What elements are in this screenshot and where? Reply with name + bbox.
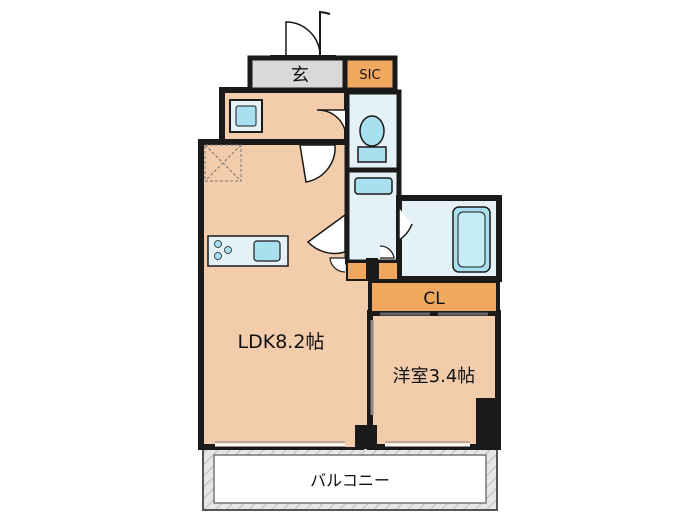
stove-burner-icon <box>214 240 222 248</box>
washbasin-icon <box>354 177 393 195</box>
ldk-room <box>198 139 364 450</box>
closet-label: CL <box>423 289 445 309</box>
ldk-door[interactable] <box>299 144 336 183</box>
ldk-label: LDK8.2帖 <box>238 331 325 353</box>
washroom-door[interactable] <box>306 213 346 255</box>
balcony-label: バルコニー <box>310 471 390 490</box>
storage-hatch-cross <box>204 144 242 182</box>
utility-space <box>346 261 368 281</box>
utility-door[interactable] <box>329 257 346 273</box>
bathroom-door[interactable] <box>398 208 413 242</box>
front-door[interactable] <box>285 21 321 57</box>
bathtub-inner <box>457 211 486 268</box>
sink-icon <box>253 240 281 262</box>
toilet-door[interactable] <box>316 109 346 131</box>
pipe-space <box>366 258 378 280</box>
pillar <box>476 398 499 448</box>
sic-label: SIC <box>359 68 380 83</box>
toilet-icon <box>359 115 385 147</box>
ldk-extension <box>345 262 370 447</box>
utility-door[interactable] <box>379 245 395 259</box>
stove-burner-icon <box>214 252 222 260</box>
pillar <box>355 425 377 449</box>
storage-hatch <box>204 144 242 182</box>
entrance-label: 玄 <box>291 65 309 86</box>
western-room-label: 洋室3.4帖 <box>393 366 476 387</box>
fridge-icon <box>235 105 257 127</box>
stove-burner-icon <box>224 246 232 254</box>
toilet-tank-icon <box>357 146 387 163</box>
closet-area <box>368 279 500 315</box>
front-door-leaf <box>319 10 331 56</box>
balcony-inner <box>213 454 487 504</box>
utility-space <box>377 261 399 281</box>
